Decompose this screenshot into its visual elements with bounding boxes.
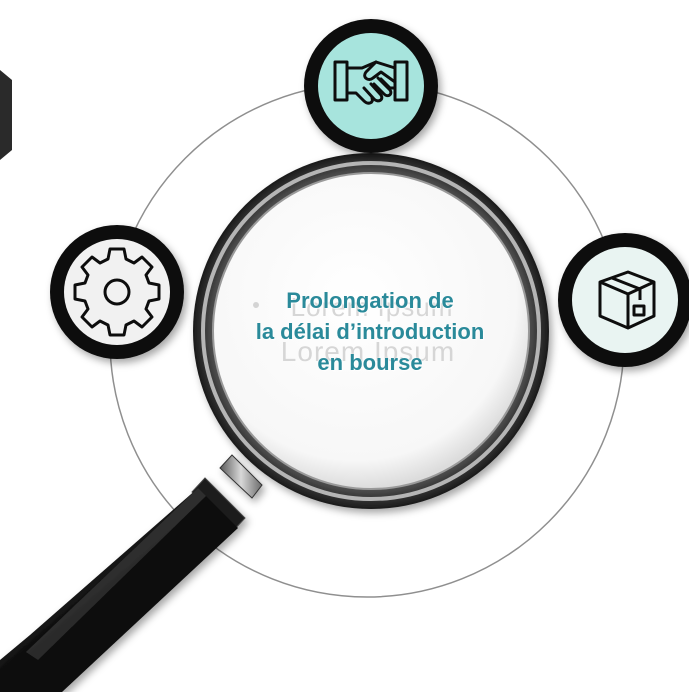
ghost-bullet <box>253 302 259 308</box>
package-box-icon <box>598 270 656 330</box>
node-left <box>50 225 184 359</box>
center-caption: Prolongation de la délai d’introduction … <box>210 285 530 378</box>
gear-icon <box>73 247 161 337</box>
ghost-text-2: Lorem Ipsum <box>280 336 456 367</box>
node-top <box>304 19 438 153</box>
ghost-text-1: Lorem Ipsum <box>290 292 454 322</box>
magnifier-handle <box>0 454 263 692</box>
edge-shape <box>0 70 12 160</box>
node-right <box>558 233 689 367</box>
caption-line-2: la délai d’introduction <box>255 319 485 344</box>
magnifier-lens <box>193 153 549 509</box>
handshake-icon <box>333 60 409 105</box>
caption-line-1: Prolongation de <box>286 288 454 313</box>
caption-line-3: en bourse <box>317 350 423 375</box>
